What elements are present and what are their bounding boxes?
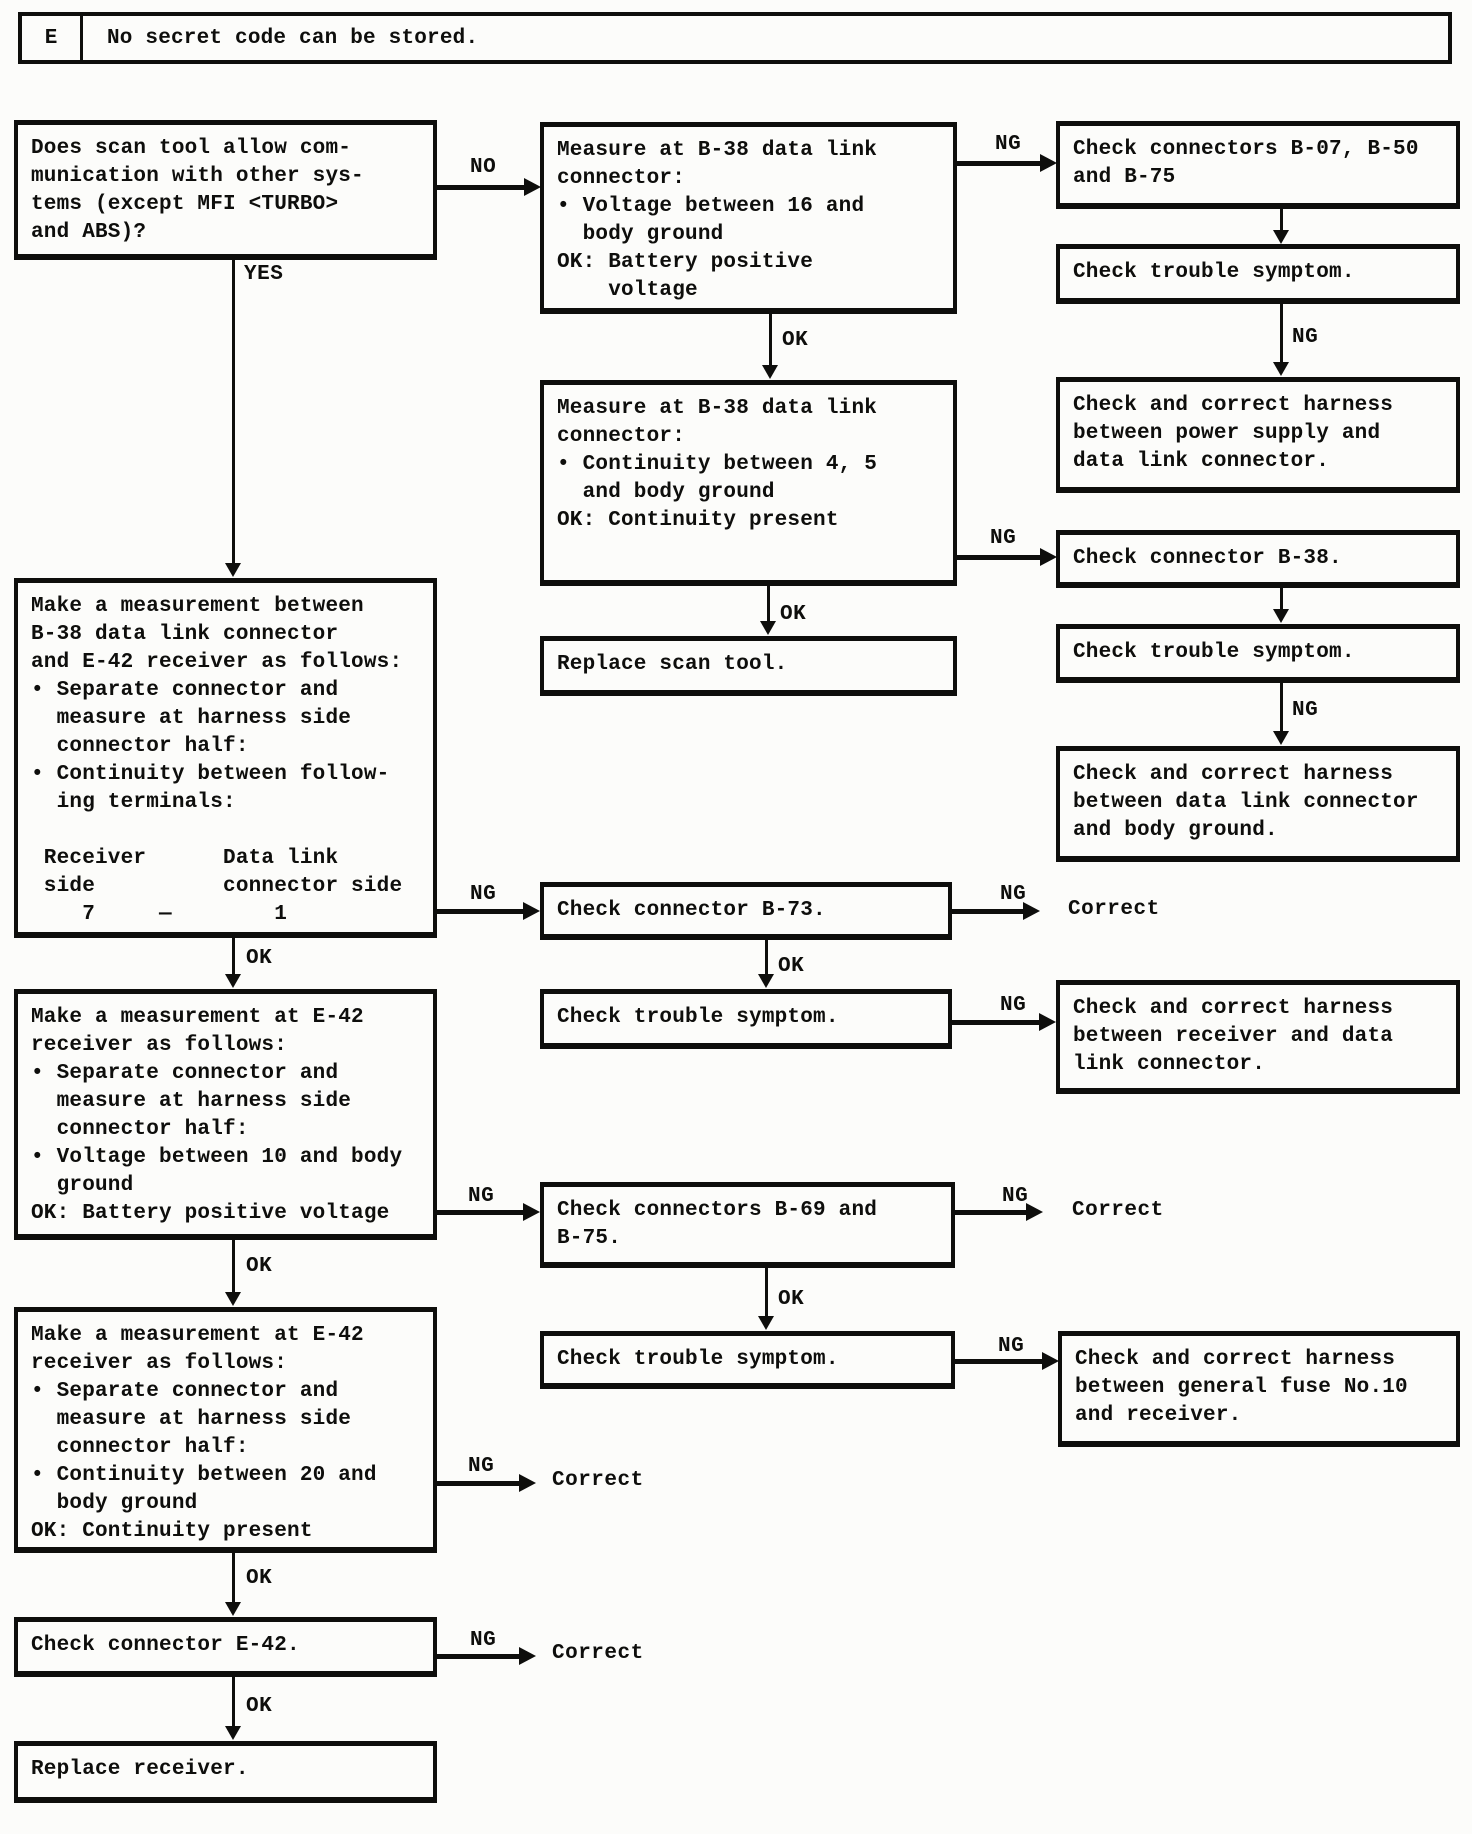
flow-box-text: Check trouble symptom. — [1073, 641, 1355, 664]
arrow-ng-voltage-to-b07 — [957, 154, 1057, 172]
flow-box-text: Measure at B-38 data link connector: • V… — [557, 139, 878, 302]
arrow-ok-conn-e42-to-replace-receiver — [225, 1677, 241, 1740]
arrow-yes-question-to-b38e42 — [225, 258, 241, 577]
flow-box-text: Make a measurement at E-42 receiver as f… — [31, 1324, 377, 1543]
arrow-ng-trouble2-to-harness-ground — [1273, 682, 1289, 745]
flow-box-text: Check connectors B-69 and B-75. — [557, 1199, 878, 1250]
edge-label-ok-6: OK — [778, 1288, 805, 1311]
edge-label-ng-12: NG — [470, 1629, 497, 1652]
arrow-b38-to-trouble2 — [1273, 587, 1289, 623]
flow-box-text: Check and correct harness between genera… — [1075, 1348, 1408, 1427]
flow-box-text: Check connector B-38. — [1073, 547, 1342, 570]
flow-box-scan-tool-question: Does scan tool allow com- munication wit… — [14, 120, 437, 260]
flow-box-text: Check connectors B-07, B-50 and B-75 — [1073, 138, 1419, 189]
edge-label-ng-4: NG — [1292, 699, 1319, 722]
arrow-ng-b73-to-correct — [952, 902, 1040, 920]
edge-label-ok-8: OK — [246, 1695, 273, 1718]
flow-box-measure-b38-continuity: Measure at B-38 data link connector: • C… — [540, 380, 957, 586]
flow-box-text: Check trouble symptom. — [557, 1348, 839, 1371]
flow-box-text: Check connector E-42. — [31, 1634, 300, 1657]
flow-box-harness-body-ground: Check and correct harness between data l… — [1056, 746, 1460, 862]
arrow-ng-e42continuity-to-correct — [436, 1474, 536, 1492]
flow-box-replace-scan-tool: Replace scan tool. — [540, 636, 957, 696]
flow-box-check-connectors-b07-b50-b75: Check connectors B-07, B-50 and B-75 — [1056, 121, 1460, 209]
arrow-ng-continuity-to-b38 — [957, 548, 1057, 566]
flow-box-harness-fuse-10: Check and correct harness between genera… — [1058, 1331, 1460, 1447]
edge-label-ok-3: OK — [246, 947, 273, 970]
flow-box-text: Measure at B-38 data link connector: • C… — [557, 397, 878, 532]
flow-box-check-connector-e42: Check connector E-42. — [14, 1617, 437, 1677]
flow-box-text: Check and correct harness between power … — [1073, 394, 1394, 473]
terminal-correct-4: Correct — [552, 1642, 644, 1665]
flow-box-harness-receiver-dlc: Check and correct harness between receiv… — [1056, 980, 1460, 1094]
arrow-ng-trouble4-to-harness-fuse — [955, 1352, 1059, 1370]
flow-box-check-trouble-symptom-3: Check trouble symptom. — [540, 989, 952, 1049]
arrow-b07-to-trouble1 — [1273, 208, 1289, 244]
terminal-correct-3: Correct — [552, 1469, 644, 1492]
symptom-description: No secret code can be stored. — [107, 26, 479, 50]
edge-label-ng-8: NG — [468, 1185, 495, 1208]
terminal-correct-1: Correct — [1068, 898, 1160, 921]
edge-label-ng-9: NG — [1002, 1185, 1029, 1208]
edge-label-ok-1: OK — [782, 329, 809, 352]
flow-box-check-trouble-symptom-1: Check trouble symptom. — [1056, 244, 1460, 304]
arrow-ng-trouble1-to-harness-power — [1273, 304, 1289, 376]
symptom-header: E No secret code can be stored. — [18, 12, 1452, 64]
flow-box-replace-receiver: Replace receiver. — [14, 1741, 437, 1803]
flow-box-text: Check trouble symptom. — [557, 1006, 839, 1029]
flow-box-text: Replace receiver. — [31, 1758, 249, 1781]
flow-box-text: Replace scan tool. — [557, 653, 788, 676]
flow-box-text: Make a measurement between B-38 data lin… — [31, 595, 403, 926]
edge-label-ng-3: NG — [990, 527, 1017, 550]
flow-box-text: Check and correct harness between receiv… — [1073, 997, 1394, 1076]
flow-box-check-connector-b38: Check connector B-38. — [1056, 530, 1460, 588]
arrow-ok-voltage-to-continuity — [762, 313, 778, 379]
arrow-ng-trouble3-to-harness-receiver — [952, 1013, 1056, 1031]
flow-box-text: Check connector B-73. — [557, 899, 826, 922]
arrow-ok-e42continuity-to-conn-e42 — [225, 1553, 241, 1616]
arrow-ok-e42voltage-to-e42continuity — [225, 1240, 241, 1306]
edge-label-no: NO — [470, 156, 497, 179]
flow-box-check-connectors-b69-b75: Check connectors B-69 and B-75. — [540, 1182, 955, 1268]
flow-box-measure-b38-voltage: Measure at B-38 data link connector: • V… — [540, 122, 957, 314]
flow-box-text: Check trouble symptom. — [1073, 261, 1355, 284]
flow-box-measure-b38-e42-continuity: Make a measurement between B-38 data lin… — [14, 578, 437, 938]
arrow-ok-b73-to-trouble3 — [758, 940, 774, 988]
arrow-ok-continuity-to-replace-scan-tool — [760, 586, 776, 635]
edge-label-ng-6: NG — [1000, 883, 1027, 906]
flow-box-check-trouble-symptom-2: Check trouble symptom. — [1056, 624, 1460, 683]
arrow-ng-e42voltage-to-b69 — [436, 1203, 540, 1221]
symptom-index-code: E — [22, 16, 83, 60]
edge-label-ng-11: NG — [468, 1455, 495, 1478]
edge-label-ng-1: NG — [995, 133, 1022, 156]
flow-box-harness-power-supply: Check and correct harness between power … — [1056, 377, 1460, 493]
arrow-ng-b69-to-correct — [955, 1203, 1043, 1221]
edge-label-ok-7: OK — [246, 1567, 273, 1590]
flow-box-text: Make a measurement at E-42 receiver as f… — [31, 1006, 403, 1225]
flow-box-check-trouble-symptom-4: Check trouble symptom. — [540, 1331, 955, 1389]
flow-box-measure-e42-continuity: Make a measurement at E-42 receiver as f… — [14, 1307, 437, 1553]
edge-label-ok-5: OK — [246, 1255, 273, 1278]
arrow-ok-b38e42-to-e42voltage — [225, 938, 241, 988]
edge-label-ng-10: NG — [998, 1335, 1025, 1358]
flow-box-text: Does scan tool allow com- munication wit… — [31, 137, 364, 244]
edge-label-ng-7: NG — [1000, 994, 1027, 1017]
terminal-correct-2: Correct — [1072, 1199, 1164, 1222]
edge-label-yes: YES — [244, 263, 284, 286]
arrow-ng-conn-e42-to-correct — [436, 1647, 536, 1665]
flow-box-check-connector-b73: Check connector B-73. — [540, 882, 952, 940]
edge-label-ok-2: OK — [780, 603, 807, 626]
edge-label-ng-5: NG — [470, 883, 497, 906]
flow-box-measure-e42-voltage: Make a measurement at E-42 receiver as f… — [14, 989, 437, 1240]
arrow-ng-b38e42-to-b73 — [436, 902, 540, 920]
edge-label-ng-2: NG — [1292, 326, 1319, 349]
edge-label-ok-4: OK — [778, 955, 805, 978]
arrow-no-question-to-measure-voltage — [437, 178, 541, 196]
flow-box-text: Check and correct harness between data l… — [1073, 763, 1419, 842]
arrow-ok-b69-to-trouble4 — [758, 1268, 774, 1330]
